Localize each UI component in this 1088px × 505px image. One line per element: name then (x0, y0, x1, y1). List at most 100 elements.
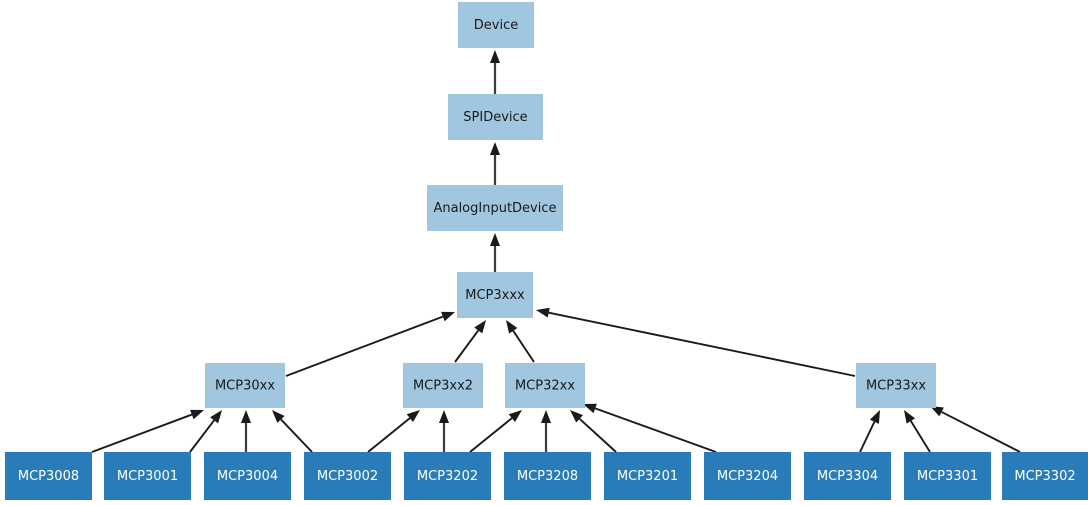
class-node-mcp33xx[interactable]: MCP33xx (856, 363, 936, 408)
class-node-mcp3001[interactable]: MCP3001 (104, 452, 191, 500)
inheritance-edge-mcp3201-to-mcp32xx (570, 410, 617, 453)
class-node-spidevice[interactable]: SPIDevice (448, 94, 543, 140)
class-box[interactable] (1002, 452, 1088, 500)
inheritance-edge-mcp3004-to-mcp30xx (241, 410, 251, 452)
inheritance-edge-mcp33xx-to-mcp3xxx (536, 307, 856, 377)
edge-line (548, 311, 856, 377)
inheritance-edge-spidevice-to-device (490, 50, 500, 94)
arrowhead-icon (869, 410, 880, 424)
class-box[interactable] (104, 452, 191, 500)
edge-line (469, 417, 513, 453)
class-box[interactable] (804, 452, 891, 500)
class-name-label: MCP3002 (317, 469, 378, 484)
class-box[interactable] (856, 363, 936, 408)
class-name-label: MCP3004 (217, 469, 278, 484)
class-name-label: MCP3301 (917, 469, 978, 484)
class-box[interactable] (404, 452, 491, 500)
class-name-label: MCP3304 (817, 469, 878, 484)
inheritance-edge-mcp3302-to-mcp33xx (930, 406, 1021, 453)
arrowhead-icon (583, 403, 597, 414)
class-box[interactable] (504, 452, 591, 500)
class-node-mcp3304[interactable]: MCP3304 (804, 452, 891, 500)
class-name-label: MCP3xx2 (413, 379, 473, 394)
class-node-mcp3xxx[interactable]: MCP3xxx (457, 272, 533, 318)
class-name-label: MCP30xx (215, 379, 275, 394)
arrowhead-icon (570, 410, 583, 423)
arrowhead-icon (490, 142, 500, 155)
class-node-mcp3002[interactable]: MCP3002 (304, 452, 391, 500)
edge-line (367, 417, 411, 453)
edge-line (910, 420, 931, 453)
arrowhead-icon (490, 233, 500, 246)
class-box[interactable] (457, 272, 533, 318)
arrowhead-icon (241, 410, 251, 423)
class-name-label: MCP3302 (1014, 469, 1075, 484)
inheritance-edge-mcp3304-to-mcp33xx (859, 410, 880, 453)
inheritance-edge-mcp3202-to-mcp32xx (469, 410, 522, 453)
class-node-device[interactable]: Device (458, 2, 534, 48)
class-node-analoginput[interactable]: AnalogInputDevice (427, 185, 563, 231)
class-node-mcp3301[interactable]: MCP3301 (904, 452, 991, 500)
inheritance-edge-mcp3208-to-mcp32xx (541, 410, 551, 452)
class-box[interactable] (205, 363, 285, 408)
edge-layer (91, 50, 1021, 453)
edge-line (454, 329, 480, 363)
class-name-label: MCP3204 (717, 469, 778, 484)
arrowhead-icon (272, 410, 285, 423)
class-node-mcp3302[interactable]: MCP3302 (1002, 452, 1088, 500)
inheritance-edge-mcp3001-to-mcp30xx (189, 410, 222, 453)
class-name-label: MCP3202 (417, 469, 478, 484)
class-box[interactable] (505, 363, 585, 408)
class-node-mcp3202[interactable]: MCP3202 (404, 452, 491, 500)
class-box[interactable] (904, 452, 991, 500)
arrowhead-icon (930, 406, 944, 417)
edge-line (512, 330, 535, 363)
arrowhead-icon (508, 410, 522, 423)
class-box[interactable] (704, 452, 791, 500)
edge-line (91, 413, 193, 453)
class-name-label: SPIDevice (463, 110, 527, 125)
arrowhead-icon (904, 410, 916, 424)
arrowhead-icon (190, 409, 204, 420)
edge-line (280, 418, 313, 453)
arrowhead-icon (490, 50, 500, 63)
class-name-label: MCP32xx (515, 379, 575, 394)
class-box[interactable] (604, 452, 691, 500)
class-node-mcp3204[interactable]: MCP3204 (704, 452, 791, 500)
inheritance-edge-analoginput-to-spidevice (490, 142, 500, 185)
class-box[interactable] (403, 363, 483, 408)
class-name-label: AnalogInputDevice (433, 201, 556, 216)
arrowhead-icon (441, 311, 455, 322)
class-box[interactable] (458, 2, 534, 48)
class-box[interactable] (427, 185, 563, 231)
class-box[interactable] (304, 452, 391, 500)
class-node-mcp32xx[interactable]: MCP32xx (505, 363, 585, 408)
inheritance-edge-mcp3204-to-mcp32xx (583, 403, 717, 453)
class-name-label: Device (474, 18, 518, 33)
class-node-mcp3008[interactable]: MCP3008 (5, 452, 92, 500)
class-name-label: MCP3208 (517, 469, 578, 484)
class-name-label: MCP3001 (117, 469, 178, 484)
class-name-label: MCP3xxx (465, 288, 525, 303)
class-name-label: MCP33xx (866, 379, 926, 394)
class-node-mcp30xx[interactable]: MCP30xx (205, 363, 285, 408)
edge-line (594, 407, 717, 453)
arrowhead-icon (541, 410, 551, 423)
class-node-mcp3208[interactable]: MCP3208 (504, 452, 591, 500)
arrowhead-icon (439, 410, 449, 423)
class-name-label: MCP3008 (18, 469, 79, 484)
class-name-label: MCP3201 (617, 469, 678, 484)
node-layer: DeviceSPIDeviceAnalogInputDeviceMCP3xxxM… (5, 2, 1088, 500)
class-box[interactable] (5, 452, 92, 500)
class-box[interactable] (448, 94, 543, 140)
edge-line (578, 418, 617, 453)
edge-line (859, 421, 876, 453)
class-node-mcp3xx2[interactable]: MCP3xx2 (403, 363, 483, 408)
class-box[interactable] (204, 452, 291, 500)
class-node-mcp3201[interactable]: MCP3201 (604, 452, 691, 500)
edge-line (285, 315, 444, 377)
inheritance-edge-mcp3002-to-mcp3xx2 (367, 410, 420, 453)
class-node-mcp3004[interactable]: MCP3004 (204, 452, 291, 500)
